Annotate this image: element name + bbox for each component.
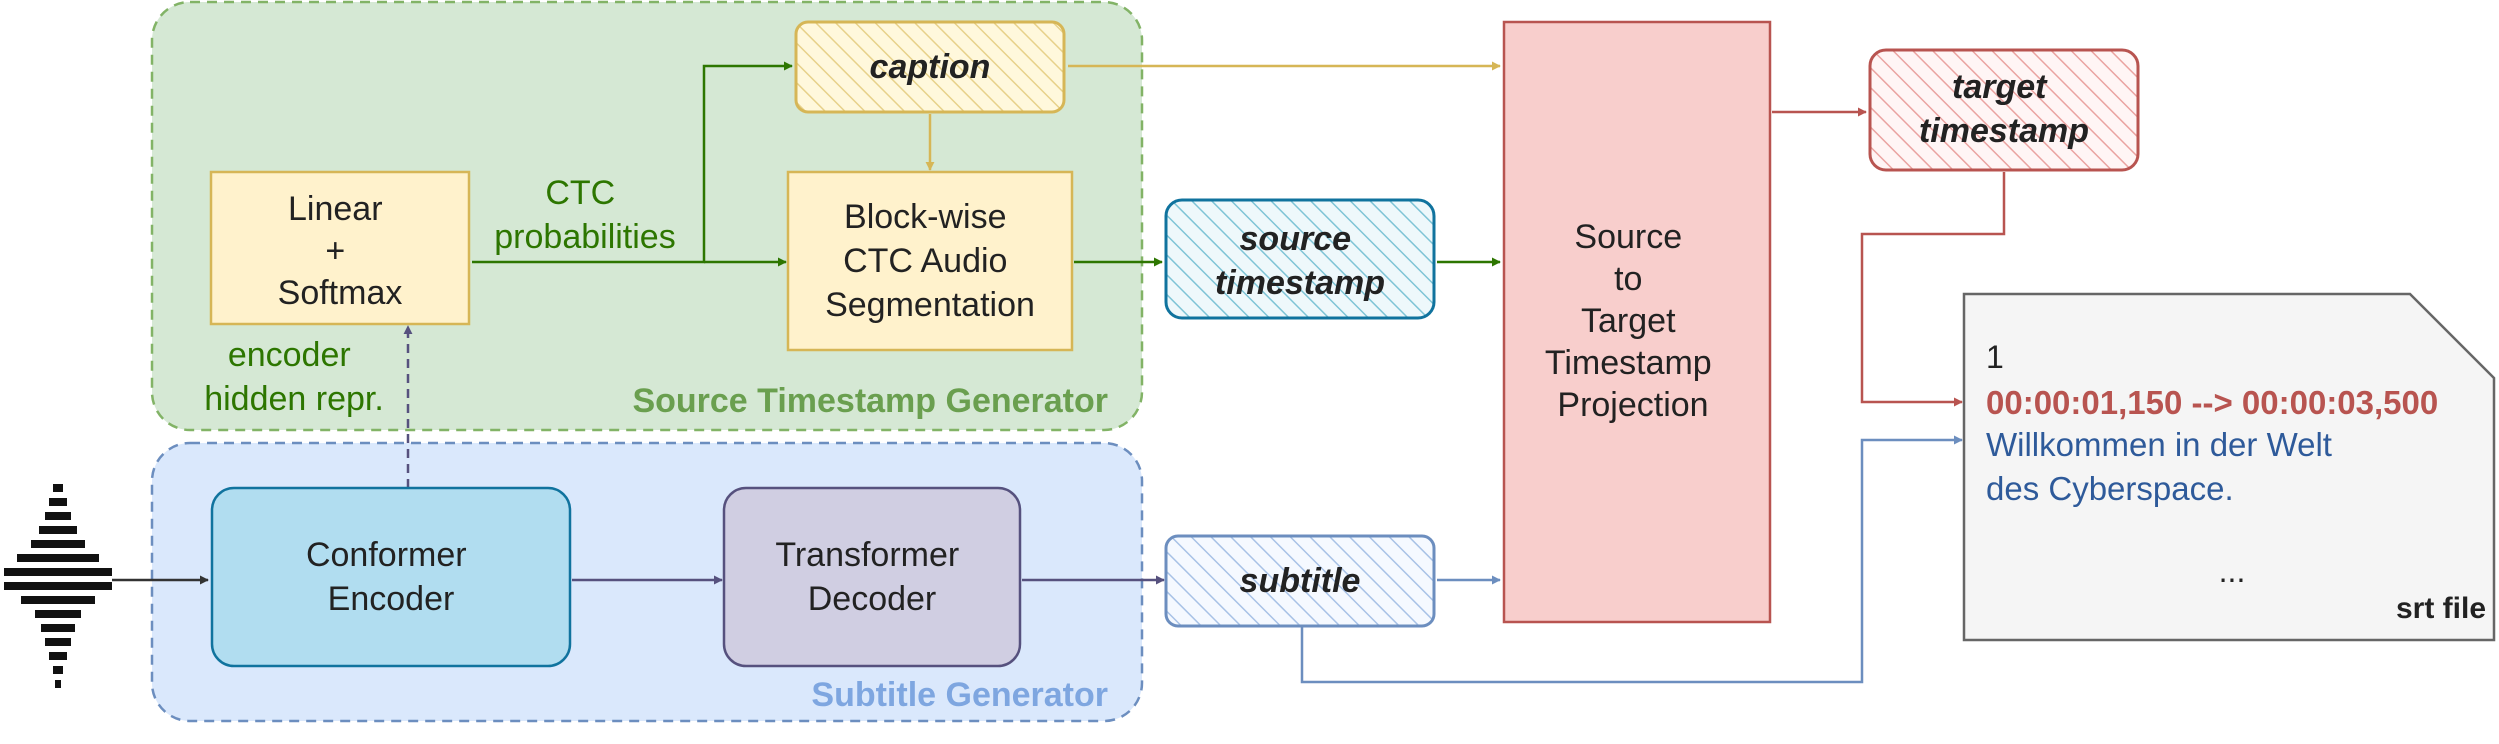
transformer-decoder-node — [722, 486, 1022, 668]
subtitle-node — [1164, 534, 1436, 628]
transformer-decoder-text: Transformer Decoder — [775, 536, 968, 618]
srt-line-1: Willkommen in der Welt — [1986, 426, 2332, 463]
srt-index: 1 — [1986, 339, 2004, 375]
target-timestamp-to-srt-arrow — [1860, 172, 2006, 407]
blockwise-ctc-segmentation-text: Block-wise CTC Audio Segmentation — [825, 198, 1035, 324]
srt-ellipsis: ... — [2219, 553, 2246, 589]
conformer-encoder-node — [210, 486, 572, 668]
subtitle-text: subtitle — [1240, 562, 1361, 600]
source-timestamp-generator-label: Source Timestamp Generator — [632, 382, 1108, 420]
linear-softmax-text: Linear + Softmax — [278, 190, 403, 312]
conformer-encoder-text: Conformer Encoder — [306, 536, 476, 618]
caption-node — [794, 20, 1066, 114]
subtitle-generator-label: Subtitle Generator — [811, 676, 1108, 714]
encoder-hidden-repr-label: encoder hidden repr. — [204, 336, 384, 418]
source-timestamp-node — [1164, 198, 1436, 320]
target-timestamp-text: target timestamp — [1919, 68, 2089, 150]
srt-line-2: des Cyberspace. — [1986, 470, 2234, 507]
source-timestamp-text: source timestamp — [1215, 220, 1385, 302]
timestamp-projection-text: Source to Target Timestamp Projection — [1545, 218, 1721, 424]
blockwise-ctc-segmentation-node — [786, 170, 1074, 352]
timestamp-projection-node — [1502, 20, 1772, 624]
ctc-probabilities-label: CTC probabilities — [494, 174, 675, 256]
ctc-probabilities-arrow — [472, 61, 793, 264]
caption-text: caption — [870, 48, 991, 86]
subtitle-to-srt-arrow — [1300, 435, 1963, 684]
target-timestamp-node — [1868, 48, 2140, 172]
linear-softmax-node — [209, 170, 471, 326]
srt-file-label: srt file — [2396, 592, 2486, 625]
audio-waveform-icon — [4, 484, 112, 688]
srt-file-document — [1962, 292, 2496, 642]
srt-timecode: 00:00:01,150 --> 00:00:03,500 — [1986, 384, 2438, 421]
